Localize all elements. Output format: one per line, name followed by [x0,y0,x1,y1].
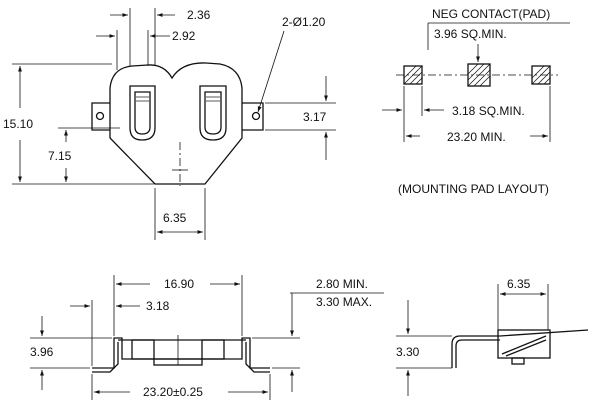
dim-side-height-min: 2.80 MIN. [316,277,368,291]
hole-callout: 2-Ø1.20 [282,15,326,29]
dim-top-slot-offset: 2.92 [172,29,196,43]
side-pad-label: 3.18 SQ.MIN. [452,104,525,118]
dim-bottom-width: 6.35 [163,211,187,225]
dim-top-slot-width: 2.36 [187,8,211,22]
dim-end-width: 6.35 [507,277,531,291]
pad-layout-title: (MOUNTING PAD LAYOUT) [398,182,549,196]
left-tab [91,102,110,131]
top-view: 2.36 2.92 2-Ø1.20 15.10 7.15 3.17 6.35 [3,8,336,240]
end-profile [451,329,589,368]
end-view: 6.35 3.30 [396,277,589,396]
right-contact-slot [199,85,227,141]
dim-end-height: 3.30 [396,345,420,359]
dim-overall-height: 15.10 [3,117,33,131]
left-contact-slot [129,85,156,141]
left-mount-hole [95,111,105,121]
right-mount-hole [251,111,261,121]
side-view: 16.90 3.18 3.96 2.80 MIN. 3.30 MAX. 23.2… [30,275,384,400]
neg-contact-label: NEG CONTACT(PAD) [432,7,550,21]
dim-side-thickness: 3.96 [30,345,54,359]
pad-span-label: 23.20 MIN. [447,130,506,144]
dim-tab-height: 3.17 [303,110,327,124]
center-pad-label: 3.96 SQ.MIN. [434,27,507,41]
dim-center-height: 7.15 [48,149,72,163]
dim-side-offset: 3.18 [146,299,170,313]
dim-side-inner-width: 16.90 [164,277,194,291]
right-tab [242,102,264,131]
dim-side-height-max: 3.30 MAX. [316,295,372,309]
holder-outline [109,62,243,185]
side-profile [92,337,270,369]
pad-layout: NEG CONTACT(PAD) 3.96 SQ.MIN. 3.18 SQ.MI… [382,7,570,196]
dim-side-overall: 23.20±0.25 [143,385,203,399]
